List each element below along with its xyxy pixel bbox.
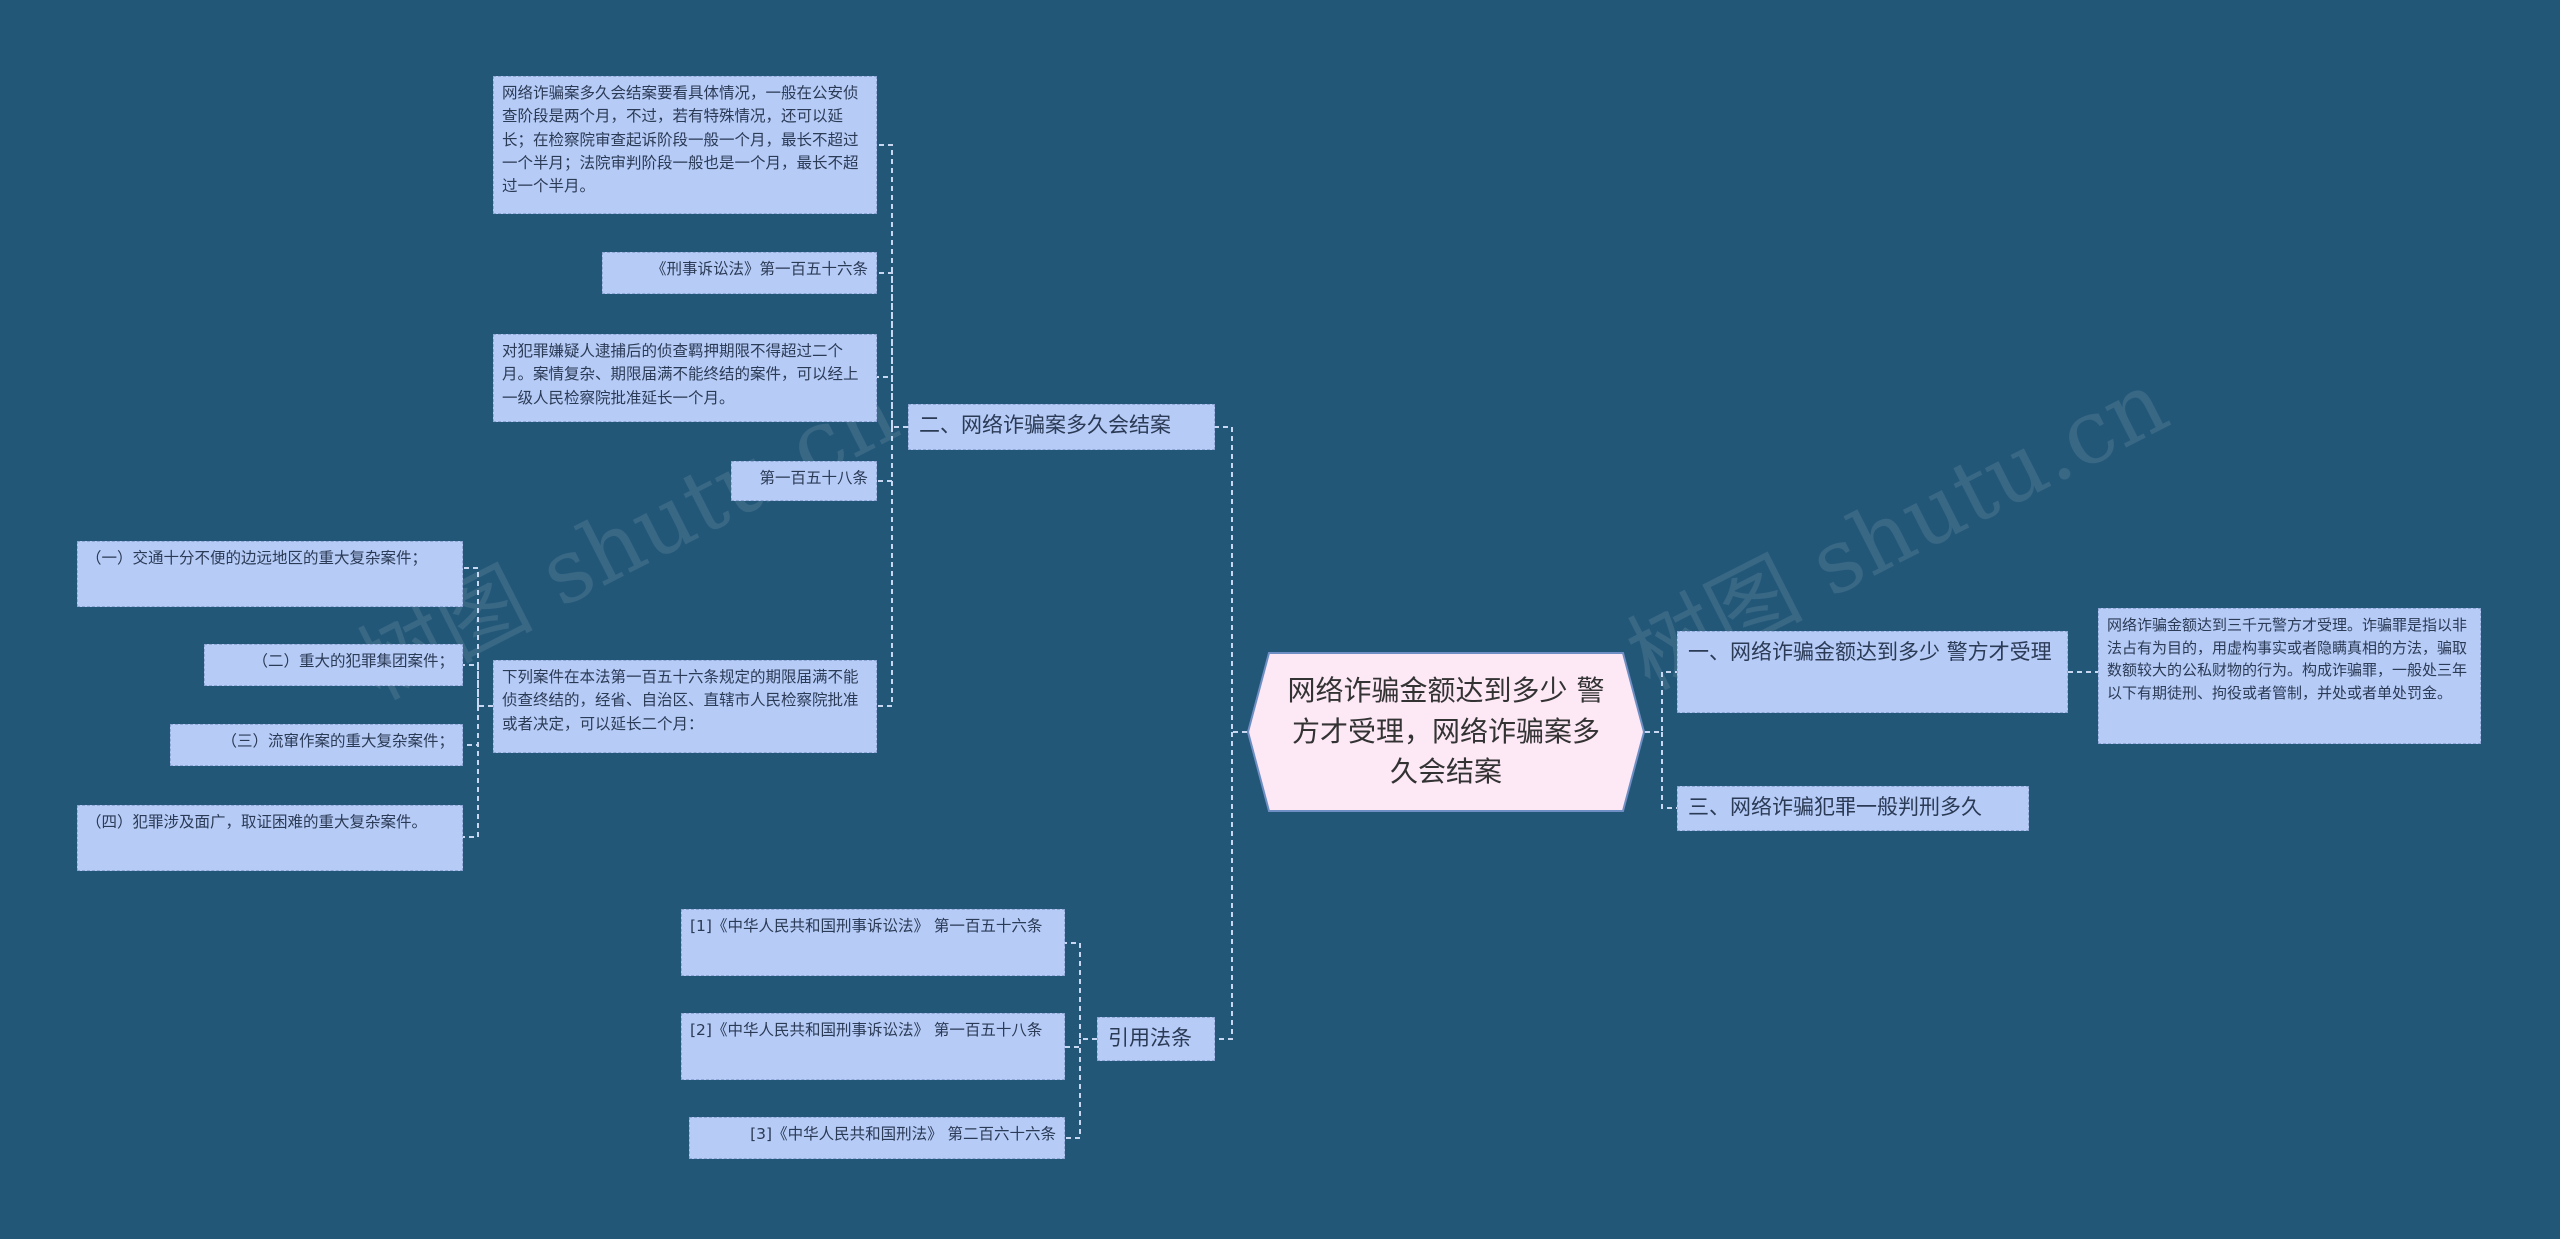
central-topic-label: 网络诈骗金额达到多少 警方才受理，网络诈骗案多久会结案 <box>1287 674 1605 789</box>
connector-line <box>463 706 479 838</box>
connector-line <box>877 427 893 707</box>
leaf-case-type-2[interactable]: （二）重大的犯罪集团案件； <box>204 644 463 686</box>
branch-cited-laws[interactable]: 引用法条 <box>1097 1017 1215 1061</box>
branch-amount-threshold[interactable]: 一、网络诈骗金额达到多少 警方才受理 <box>1677 631 2068 713</box>
connector-line <box>877 144 908 428</box>
leaf-citation-3[interactable]: [3]《中华人民共和国刑法》 第二百六十六条 <box>689 1117 1065 1159</box>
connector-line <box>1645 671 1677 733</box>
connector-line <box>1065 942 1097 1040</box>
connector-line <box>463 664 479 706</box>
connector-line <box>877 272 893 427</box>
leaf-article-158-title[interactable]: 第一百五十八条 <box>731 461 877 501</box>
connector-line <box>1215 426 1247 733</box>
connector-line <box>1661 732 1677 809</box>
leaf-case-type-4[interactable]: （四）犯罪涉及面广，取证困难的重大复杂案件。 <box>77 805 463 871</box>
connector-line <box>1215 732 1233 1040</box>
leaf-duration-overview[interactable]: 网络诈骗案多久会结案要看具体情况，一般在公安侦查阶段是两个月，不过，若有特殊情况… <box>493 76 877 214</box>
leaf-citation-2[interactable]: [2]《中华人民共和国刑事诉讼法》 第一百五十八条 <box>681 1013 1065 1080</box>
leaf-case-type-1[interactable]: （一）交通十分不便的边远地区的重大复杂案件； <box>77 541 463 607</box>
leaf-article-156-title[interactable]: 《刑事诉讼法》第一百五十六条 <box>602 252 877 294</box>
connector-line <box>1065 1039 1081 1139</box>
connector-line <box>463 567 493 707</box>
leaf-case-type-3[interactable]: （三）流窜作案的重大复杂案件； <box>170 724 463 766</box>
leaf-citation-1[interactable]: [1]《中华人民共和国刑事诉讼法》 第一百五十六条 <box>681 909 1065 976</box>
leaf-article-158-text[interactable]: 下列案件在本法第一百五十六条规定的期限届满不能侦查终结的，经省、自治区、直辖市人… <box>493 660 877 753</box>
central-topic-shape <box>1247 652 1645 812</box>
connector-line <box>1065 1039 1081 1048</box>
central-topic[interactable]: 网络诈骗金额达到多少 警方才受理，网络诈骗案多久会结案 <box>1247 652 1645 812</box>
connector-line <box>877 376 893 427</box>
branch-sentencing[interactable]: 三、网络诈骗犯罪一般判刑多久 <box>1677 786 2029 831</box>
leaf-article-156-text[interactable]: 对犯罪嫌疑人逮捕后的侦查羁押期限不得超过二个月。案情复杂、期限届满不能终结的案件… <box>493 334 877 422</box>
connector-line <box>877 427 893 482</box>
leaf-amount-explanation[interactable]: 网络诈骗金额达到三千元警方才受理。诈骗罪是指以非法占有为目的，用虚构事实或者隐瞒… <box>2098 608 2481 744</box>
branch-case-duration[interactable]: 二、网络诈骗案多久会结案 <box>908 404 1215 450</box>
connector-line <box>463 706 479 746</box>
